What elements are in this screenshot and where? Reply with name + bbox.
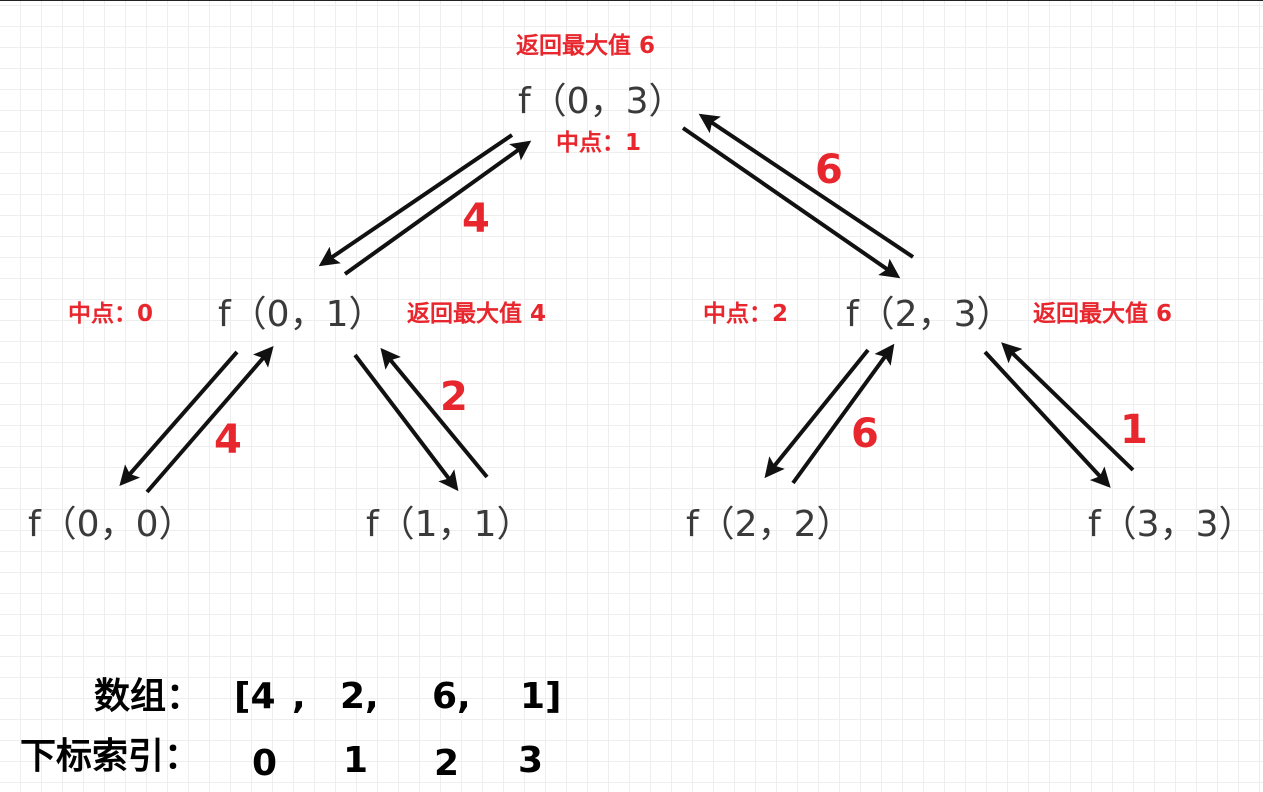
edge-value-n01-root: 4 — [462, 196, 490, 242]
top-border — [0, 0, 1263, 1]
edge-value-n33-n23: 1 — [1120, 407, 1148, 453]
index-value: 3 — [518, 740, 543, 781]
call-arrow-n23-n22 — [764, 348, 870, 479]
edge-value-n23-root: 6 — [815, 147, 843, 193]
call-arrow-root-n01 — [318, 133, 514, 267]
node-f-2-3: f（2，3） — [846, 294, 1012, 335]
return-arrow-n33-n23 — [1001, 342, 1135, 472]
node-f-0-1: f（0，1） — [218, 294, 384, 335]
call-arrow-n01-n00 — [119, 350, 239, 487]
n23-mid-label: 中点：2 — [703, 301, 788, 327]
return-arrow-n23-root — [698, 113, 915, 259]
call-arrow-n01-n11 — [353, 353, 459, 492]
node-f-1-1: f（1，1） — [366, 504, 532, 545]
return-arrow-n22-n23 — [791, 343, 895, 485]
index-label: 下标索引： — [20, 736, 200, 777]
n01-mid-label: 中点：0 — [68, 301, 153, 327]
root-mid-label: 中点：1 — [556, 130, 641, 156]
array-comma: , — [292, 676, 306, 717]
n23-return-label: 返回最大值 6 — [1033, 300, 1172, 327]
array-value: 6, — [432, 676, 471, 717]
root-return-label: 返回最大值 6 — [516, 32, 655, 59]
index-value: 0 — [252, 743, 277, 784]
array-value: [4 — [234, 676, 276, 717]
return-arrow-n00-n01 — [145, 345, 274, 494]
node-f-3-3: f（3，3） — [1088, 504, 1254, 545]
array-value: 1] — [520, 676, 562, 717]
index-value: 1 — [343, 740, 368, 781]
edge-value-n00-n01: 4 — [214, 417, 242, 463]
edge-value-n11-n01: 2 — [440, 374, 468, 420]
array-value: 2, — [340, 676, 379, 717]
edge-value-n22-n23: 6 — [851, 411, 879, 457]
return-arrow-n01-root — [343, 140, 532, 276]
n01-return-label: 返回最大值 4 — [407, 300, 546, 327]
call-arrow-root-n23 — [681, 126, 901, 279]
return-arrow-n11-n01 — [380, 347, 489, 479]
array-label: 数组： — [94, 676, 202, 717]
node-f-2-2: f（2，2） — [686, 504, 852, 545]
node-f-0-3: f（0，3） — [518, 81, 684, 122]
arrows — [119, 113, 1135, 494]
node-f-0-0: f（0，0） — [28, 504, 194, 545]
index-value: 2 — [434, 743, 459, 784]
call-arrow-n23-n33 — [983, 350, 1111, 488]
